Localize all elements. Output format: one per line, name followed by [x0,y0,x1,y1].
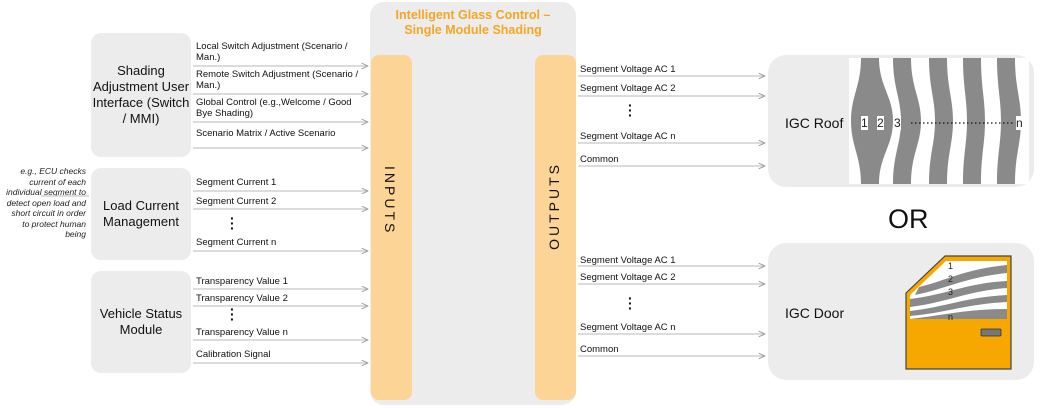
signal-segment-current-2: Segment Current 2 [196,196,277,207]
door-seg-2: 2 [948,274,954,284]
roof-seg-1: 1 [861,116,868,130]
output-top-ellipsis: ··· [628,97,633,123]
outputs-bar [535,55,576,400]
load-current-label: Load Current Management [103,198,179,229]
igc-door-label: IGC Door [785,305,845,321]
output-bottom-common: Common [580,344,619,355]
roof-seg-2: 2 [877,116,884,130]
output-bottom-ellipsis: ··· [628,290,633,316]
door-seg-1: 1 [948,261,954,271]
signal-calibration: Calibration Signal [196,349,271,360]
shading-ui-label: Shading Adjustment User Interface (Switc… [92,63,190,126]
signal-global-control: Global Control (e.g.,Welcome / Good Bye … [196,97,352,119]
vehicle-status-module: Vehicle Status Module [91,271,191,373]
roof-seg-3: 3 [894,116,901,130]
signal-transparency-2: Transparency Value 2 [196,293,288,304]
output-top-ac2: Segment Voltage AC 2 [580,83,676,94]
inputs-bar [371,55,412,400]
output-bottom-ac1: Segment Voltage AC 1 [580,255,676,266]
door-seg-3: 3 [948,287,954,297]
or-label: OR [888,204,929,234]
output-top-common: Common [580,154,619,165]
signal-segment-current-n: Segment Current n [196,237,277,248]
signal-remote-switch: Remote Switch Adjustment (Scenario / Man… [196,69,359,91]
roof-seg-n: n [1016,116,1023,130]
diagram-title: Intelligent Glass Control – Single Modul… [395,8,551,37]
signal-local-switch: Local Switch Adjustment (Scenario / Man.… [196,41,348,63]
signal-transparency-1: Transparency Value 1 [196,276,288,287]
igc-roof-label: IGC Roof [785,115,844,131]
signal-segment-current-1: Segment Current 1 [196,177,277,188]
door-seg-n: n [948,312,954,322]
load-current-module: Load Current Management [91,168,191,260]
vehicle-status-label: Vehicle Status Module [99,306,183,337]
vehicle-ellipsis: ··· [230,301,235,327]
ecu-note: e.g., ECU checks current of each individ… [6,166,86,239]
output-bottom-ac2: Segment Voltage AC 2 [580,272,676,283]
door-graphic [905,255,1012,370]
output-bottom-acn: Segment Voltage AC n [580,322,676,333]
output-top-ac1: Segment Voltage AC 1 [580,64,676,75]
inputs-label: INPUTS [382,166,398,236]
roof-glass-graphic [849,58,1029,184]
load-ellipsis: ··· [230,210,235,236]
shading-ui-module: Shading Adjustment User Interface (Switc… [91,33,191,157]
signal-scenario-matrix: Scenario Matrix / Active Scenario [196,128,336,139]
output-top-acn: Segment Voltage AC n [580,131,676,142]
signal-transparency-n: Transparency Value n [196,327,288,338]
